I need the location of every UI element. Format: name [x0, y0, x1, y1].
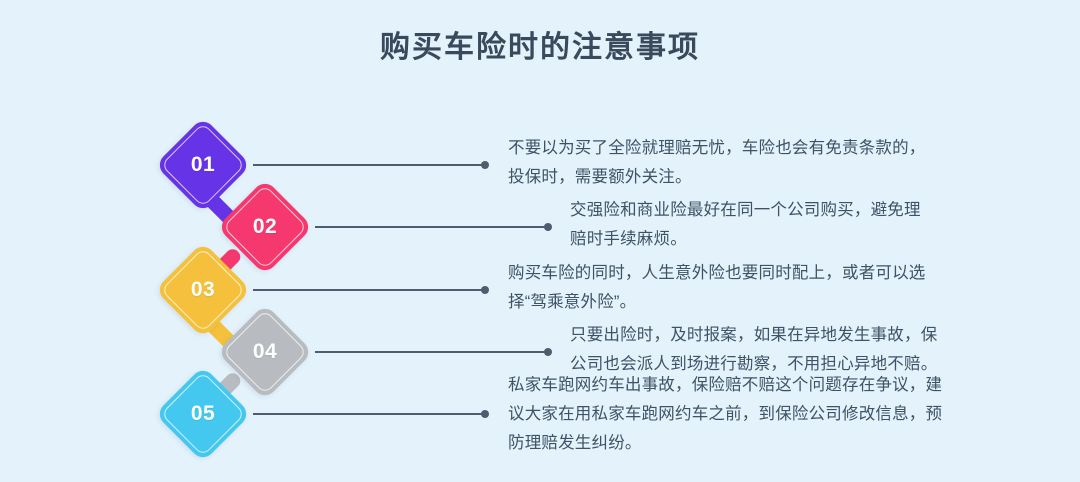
leader-line-01 — [253, 164, 485, 166]
leader-line-03 — [253, 289, 485, 291]
leader-dot-02 — [544, 223, 552, 231]
step-number-01: 01 — [190, 153, 216, 176]
step-diamond-05[interactable]: 05 — [154, 365, 252, 463]
infographic-stage: 01 不要以为买了全险就理赔无忧，车险也会有免责条款的， 投保时，需要额外关注。… — [0, 0, 1080, 468]
step-text-05: 私家车跑网约车出事故，保险赔不赔这个问题存在争议，建 议大家在用私家车跑网约车之… — [508, 376, 943, 452]
page-title: 购买车险时的注意事项 — [380, 31, 700, 64]
leader-dot-01 — [481, 161, 489, 169]
step-text-04: 只要出险时，及时报案，如果在异地发生事故，保 公司也会派人到场进行勘察，不用担心… — [570, 326, 938, 373]
step-number-04: 04 — [252, 340, 278, 363]
step-number-02: 02 — [252, 215, 278, 238]
step-number-05: 05 — [190, 402, 216, 425]
step-number-03: 03 — [190, 278, 216, 301]
leader-line-05 — [253, 413, 485, 415]
leader-line-04 — [315, 351, 548, 353]
step-text-03: 购买车险的同时，人生意外险也要同时配上，或者可以选 择“驾乘意外险”。 — [508, 264, 926, 311]
step-text-01: 不要以为买了全险就理赔无忧，车险也会有免责条款的， 投保时，需要额外关注。 — [508, 139, 926, 186]
leader-dot-05 — [481, 410, 489, 418]
leader-line-02 — [315, 226, 548, 228]
leader-dot-03 — [481, 286, 489, 294]
step-text-02: 交强险和商业险最好在同一个公司购买，避免理 赔时手续麻烦。 — [570, 201, 921, 248]
leader-dot-04 — [544, 348, 552, 356]
